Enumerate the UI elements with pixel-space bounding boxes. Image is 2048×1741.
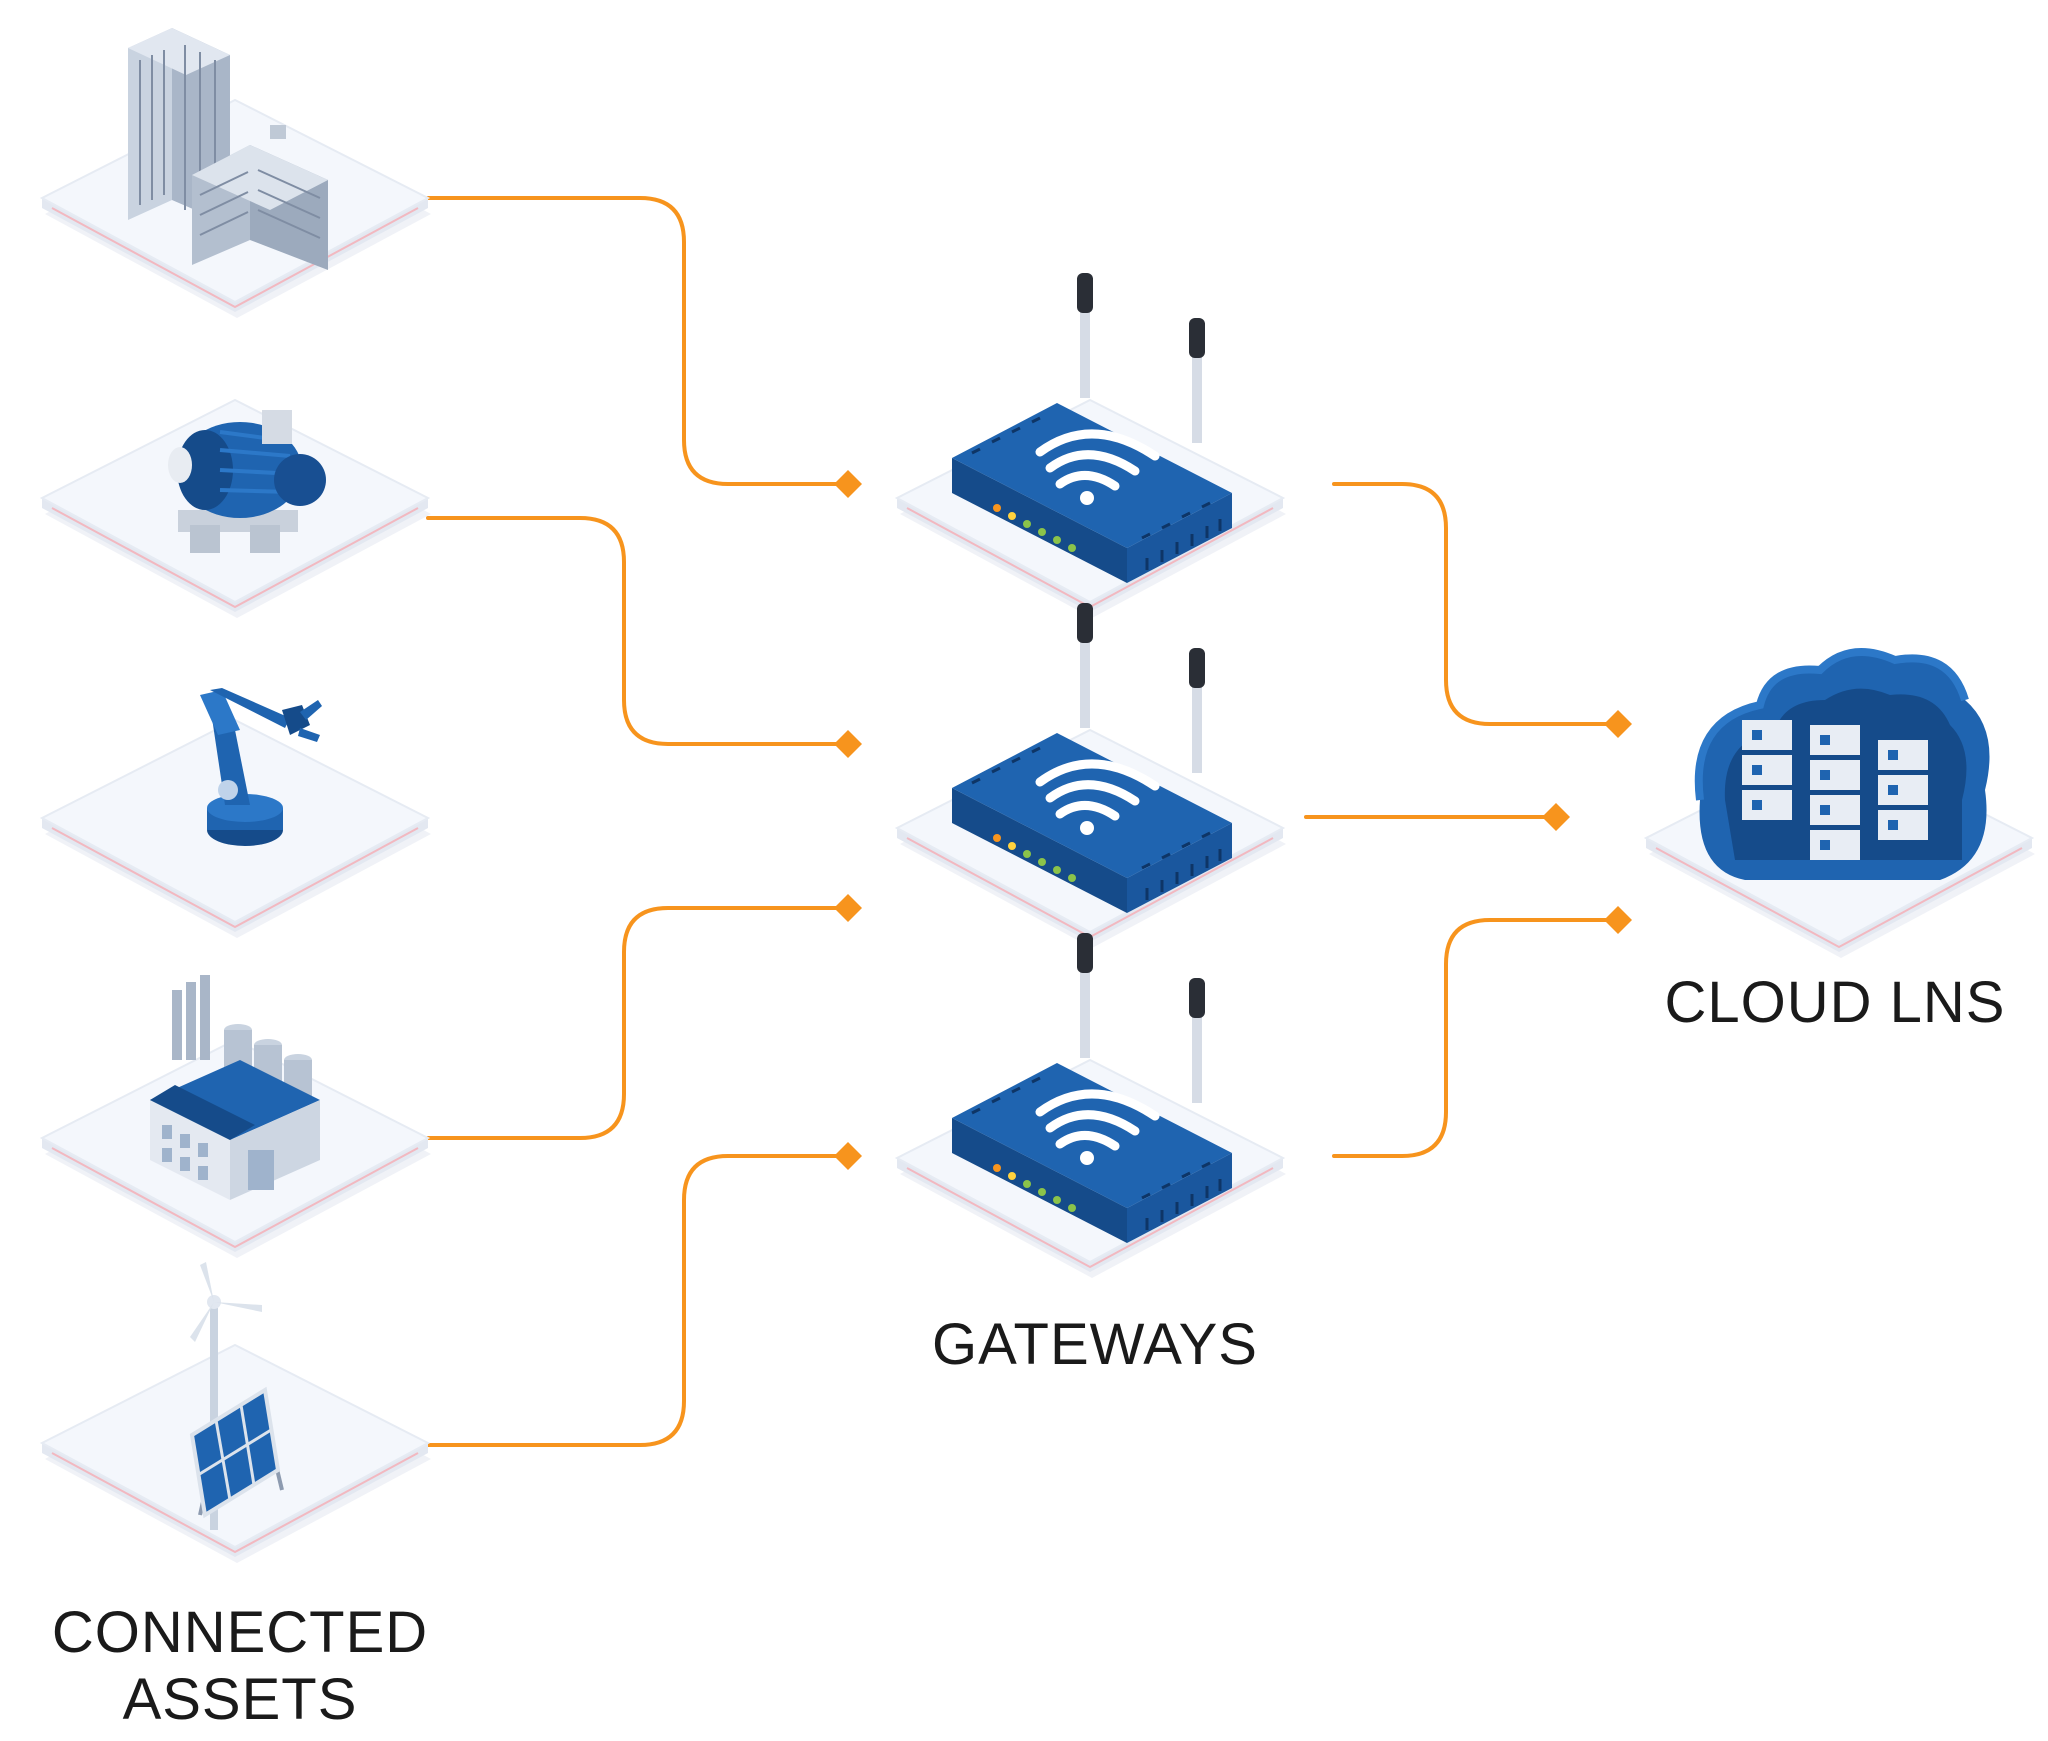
connector-asset2-gateway2: [426, 516, 850, 746]
factory-icon: [150, 975, 320, 1200]
connector-asset4-gateway2: [426, 906, 850, 1140]
cloud-lns-label: CLOUD LNS: [1664, 970, 2006, 1035]
arrowhead-cloud-in-bottom: [1604, 906, 1632, 934]
arrowhead-gateway1-in: [834, 470, 862, 498]
connector-gateway1-cloud: [1332, 482, 1620, 726]
connector-asset1-gateway1: [426, 196, 850, 486]
connectors: [426, 196, 1620, 1447]
connector-asset5-gateway3: [426, 1154, 850, 1447]
gateways-label: GATEWAYS: [932, 1312, 1258, 1377]
office-buildings-icon: [128, 28, 328, 270]
cloud-server-icon: [1694, 648, 1990, 880]
robotic-arm-icon: [200, 688, 322, 846]
arrowhead-gateway2-in-bottom: [834, 894, 862, 922]
connected-assets-label: CONNECTED ASSETS: [40, 1600, 440, 1733]
electric-motor-icon: [168, 410, 326, 553]
connector-gateway3-cloud: [1332, 918, 1620, 1158]
connector-arrowheads: [834, 470, 1632, 1170]
arrowhead-cloud-in-top: [1604, 710, 1632, 738]
arrowhead-gateway3-in: [834, 1142, 862, 1170]
arrowhead-gateway2-in-top: [834, 730, 862, 758]
connected-assets-label-line2: ASSETS: [122, 1666, 358, 1732]
connected-assets-label-line1: CONNECTED: [51, 1600, 429, 1665]
arrowhead-cloud-in-middle: [1542, 803, 1570, 831]
wind-solar-icon: [189, 1262, 284, 1530]
